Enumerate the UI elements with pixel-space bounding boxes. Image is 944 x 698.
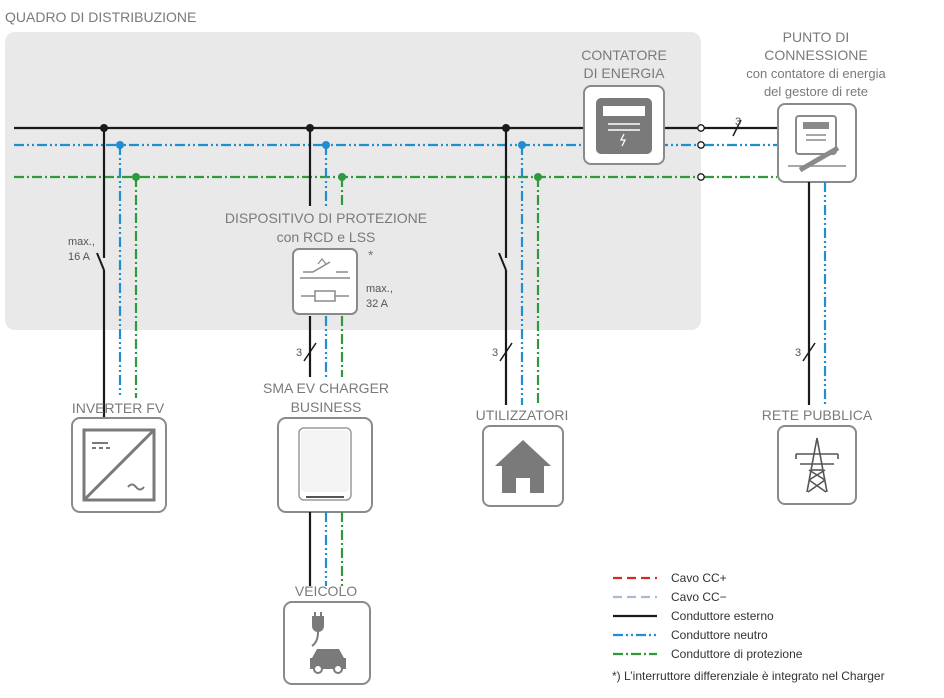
pv-breaker-switch — [96, 252, 105, 271]
terminal — [697, 173, 705, 181]
protection-subtitle: con RCD e LSS — [277, 229, 376, 245]
vehicle-device: VEICOLO — [283, 583, 371, 685]
drop-inverter: max., 16 A — [68, 124, 140, 418]
charger-label-1: SMA EV CHARGER — [263, 380, 389, 396]
vehicle-icon — [283, 601, 371, 685]
inverter-device: INVERTER FV — [71, 400, 167, 513]
svg-text:3: 3 — [735, 116, 741, 128]
power-pylon-icon — [777, 425, 857, 505]
svg-text:Conduttore neutro: Conduttore neutro — [671, 628, 768, 642]
loads-device: UTILIZZATORI — [476, 407, 569, 507]
grid-label: RETE PUBBLICA — [762, 407, 873, 423]
svg-text:Conduttore esterno: Conduttore esterno — [671, 609, 774, 623]
energy-meter: CONTATORE DI ENERGIA — [581, 47, 667, 165]
panel-title: QUADRO DI DISTRIBUZIONE — [5, 9, 196, 25]
legend-item-external: Conduttore esterno — [613, 609, 774, 623]
svg-text:Cavo CC−: Cavo CC− — [671, 590, 727, 604]
connection-subtitle-2: del gestore di rete — [764, 84, 868, 99]
drop-charger: 3 DISPOSITIVO DI PROTEZIONE con RCD e LS… — [225, 124, 427, 377]
distribution-panel — [5, 32, 701, 330]
legend-item-protective: Conduttore di protezione — [613, 647, 803, 661]
legend: Cavo CC+ Cavo CC− Conduttore esterno Con… — [612, 571, 885, 683]
connection-point: PUNTO DI CONNESSIONE con contatore di en… — [746, 29, 887, 405]
meter-title-1: CONTATORE — [581, 47, 667, 63]
drop-loads: 3 — [492, 124, 542, 405]
connection-title-2: CONNESSIONE — [764, 47, 867, 63]
pv-max-value: 16 A — [68, 251, 91, 263]
svg-text:3: 3 — [795, 347, 801, 359]
connection-subtitle-1: con contatore di energia — [746, 66, 886, 81]
svg-text:Conduttore di protezione: Conduttore di protezione — [671, 647, 803, 661]
terminal — [697, 124, 705, 132]
footnote: *) L’interruttore differenziale è integr… — [612, 669, 885, 683]
svg-text:3: 3 — [492, 347, 498, 359]
connection-title-1: PUNTO DI — [783, 29, 850, 45]
protection-asterisk: * — [368, 247, 374, 263]
charger-label-2: BUSINESS — [291, 399, 362, 415]
protection-max-value: 32 A — [366, 298, 389, 310]
charger-device: SMA EV CHARGER BUSINESS — [263, 380, 389, 586]
pv-max-label: max., — [68, 236, 95, 248]
protection-device-icon — [292, 248, 358, 315]
svg-text:Cavo CC+: Cavo CC+ — [671, 571, 727, 585]
inverter-label: INVERTER FV — [72, 400, 165, 416]
grid-device: RETE PUBBLICA — [762, 407, 873, 505]
loads-label: UTILIZZATORI — [476, 407, 569, 423]
protection-max-label: max., — [366, 283, 393, 295]
protection-title: DISPOSITIVO DI PROTEZIONE — [225, 210, 427, 226]
meter-title-2: DI ENERGIA — [584, 65, 666, 81]
vehicle-label: VEICOLO — [295, 583, 357, 599]
terminal — [697, 141, 705, 149]
legend-item-dc-minus: Cavo CC− — [613, 590, 727, 604]
legend-item-neutral: Conduttore neutro — [613, 628, 768, 642]
svg-text:3: 3 — [296, 347, 302, 359]
legend-item-dc-plus: Cavo CC+ — [613, 571, 727, 585]
